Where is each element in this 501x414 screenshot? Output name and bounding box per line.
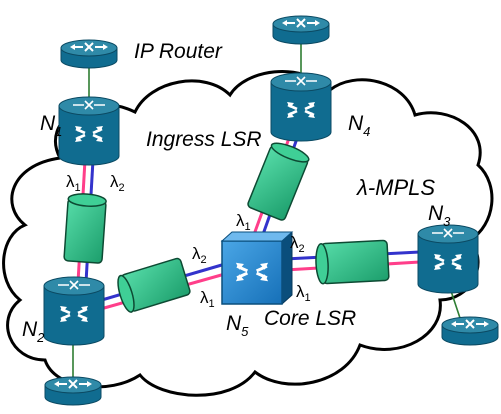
node-n4-label: N4 [348,112,370,139]
lambda1-label-n5-left: λ1 [200,288,215,310]
lambda1-label-n1: λ1 [66,172,81,194]
lambda-mpls-label: λ-MPLS [356,175,435,200]
node-n1-label: N1 [40,112,62,139]
node-n5-label: N5 [226,312,249,339]
lambda2-label-n5-left: λ2 [192,244,207,266]
fiber-tube-n1-n2 [63,159,107,301]
node-n5-switch-icon [220,231,294,305]
node-n1-router-icon [59,97,119,165]
ip-router-label: IP Router [134,40,223,63]
client-router-bottom-right-icon [441,316,499,346]
lambda2-label-n5-top: λ2 [290,233,305,255]
lambda1-label-n5-right: λ1 [296,282,311,304]
client-router-bottom-left-icon [44,376,102,406]
client-router-top-left-icon [60,39,118,69]
fiber-tube-n4-n5 [247,129,310,241]
lambda1-label-n5-top: λ1 [236,211,251,233]
node-n3-router-icon [418,225,478,293]
lambda2-label-n1: λ2 [110,172,125,194]
ingress-lsr-label: Ingress LSR [146,128,262,151]
node-n2-router-icon [44,277,104,345]
node-n4-router-icon [271,73,331,141]
node-n2-label: N2 [22,318,45,345]
fiber-tube-n5-n3 [284,239,421,285]
fiber-tube-n2-n5 [94,257,233,313]
node-n3-label: N3 [428,202,451,229]
client-router-top-icon [272,15,330,45]
core-lsr-label: Core LSR [264,307,356,330]
